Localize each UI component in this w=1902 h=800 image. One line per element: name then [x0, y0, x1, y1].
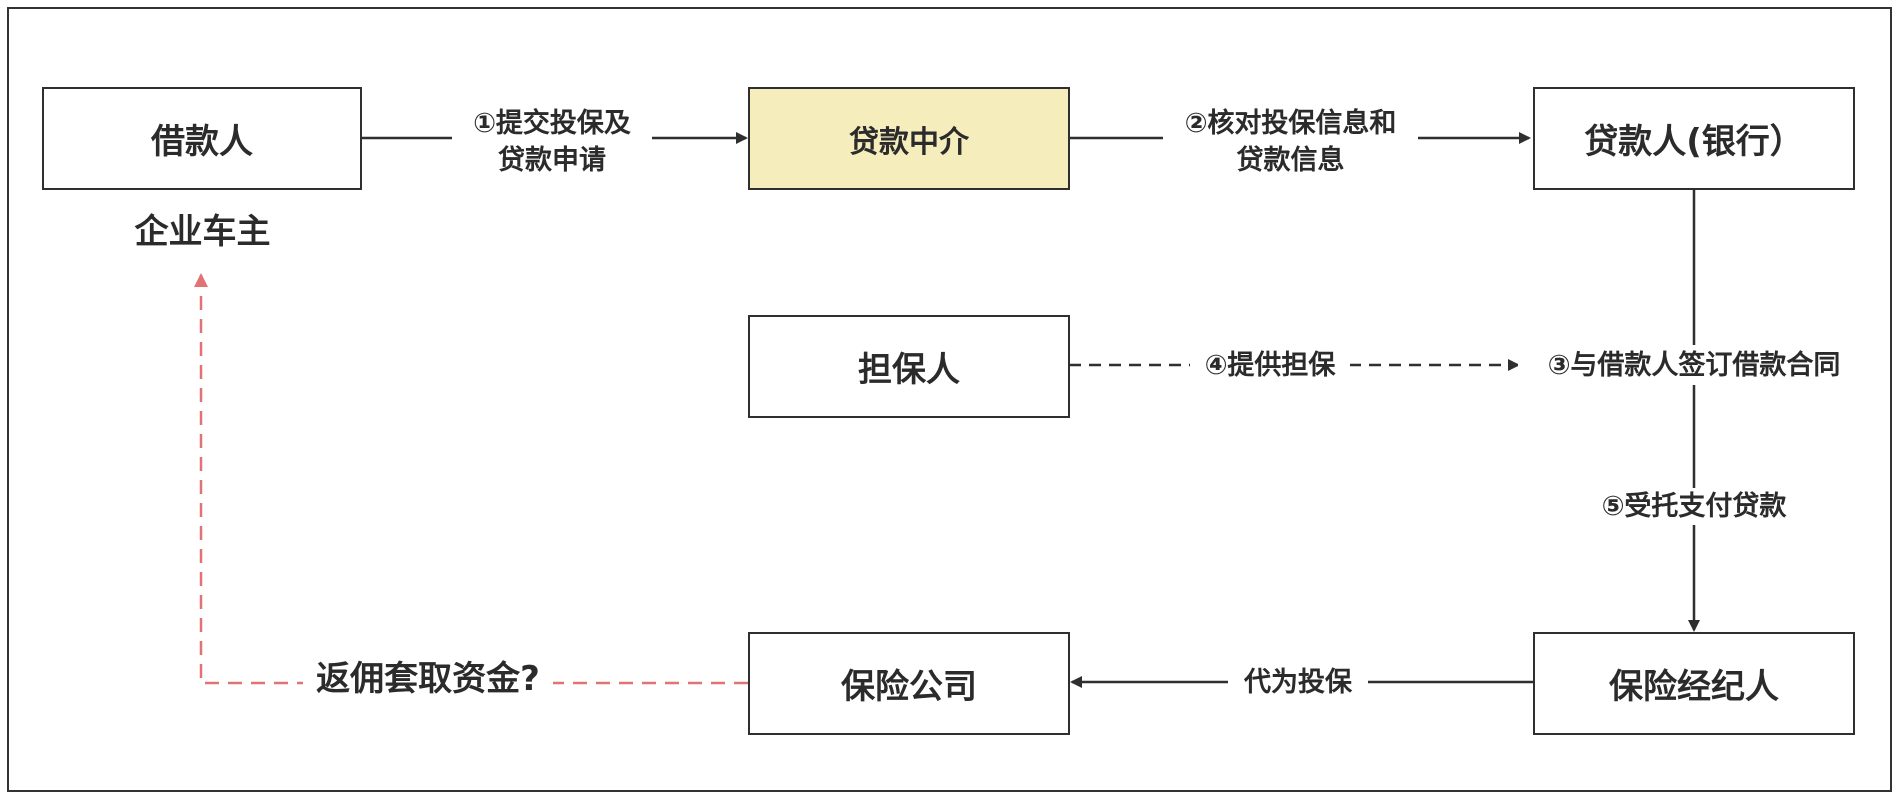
edge-label-5: ⑤受托支付贷款 — [1580, 488, 1808, 525]
node-loan-agent: 贷款中介 — [748, 87, 1070, 190]
edge-label-1-line2: 贷款申请 — [498, 145, 606, 176]
edge-label-2: ②核对投保信息和 贷款信息 — [1163, 105, 1418, 179]
edge-insurer-to-borrower — [194, 273, 748, 685]
edge-label-2-line1: ②核对投保信息和 — [1184, 108, 1397, 139]
edge-label-7-suspicious: 返佣套取资金? — [303, 661, 553, 698]
node-borrower-label: 借款人 — [151, 122, 253, 162]
node-insurance-broker: 保险经纪人 — [1533, 632, 1855, 735]
edge-label-1: ①提交投保及 贷款申请 — [452, 105, 652, 179]
node-borrower: 借款人 — [42, 87, 362, 190]
node-insurance-company-label: 保险公司 — [841, 667, 977, 707]
edge-label-4: ④提供担保 — [1190, 347, 1350, 384]
node-lender-bank-label: 贷款人(银行） — [1584, 122, 1804, 162]
node-guarantor-label: 担保人 — [858, 350, 960, 390]
borrower-type-label: 企业车主 — [115, 214, 290, 251]
node-insurance-broker-label: 保险经纪人 — [1609, 667, 1779, 707]
node-insurance-company: 保险公司 — [748, 632, 1070, 735]
edge-label-1-line1: ①提交投保及 — [473, 108, 631, 139]
node-guarantor: 担保人 — [748, 315, 1070, 418]
node-loan-agent-label: 贷款中介 — [849, 124, 969, 160]
node-lender-bank: 贷款人(银行） — [1533, 87, 1855, 190]
edge-label-6: 代为投保 — [1228, 664, 1368, 701]
edge-label-2-line2: 贷款信息 — [1236, 145, 1345, 176]
edge-label-3-contract: ③与借款人签订借款合同 — [1518, 347, 1870, 384]
